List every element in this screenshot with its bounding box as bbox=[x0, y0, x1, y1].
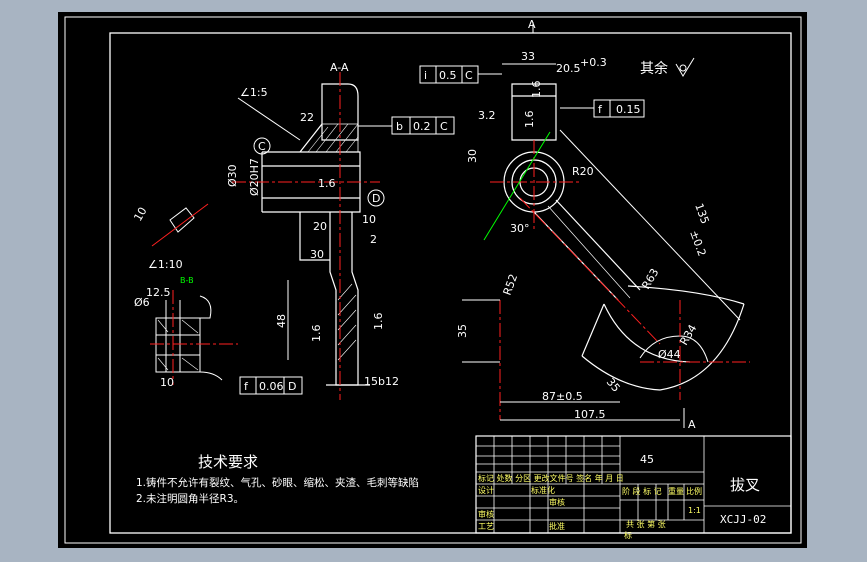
datum-c-circle bbox=[253, 137, 271, 155]
dim-10b: 10 bbox=[160, 376, 174, 389]
svg-text:0.15: 0.15 bbox=[616, 103, 641, 116]
drawing-no: XCJJ-02 bbox=[720, 513, 766, 526]
dim-phi6: Ø6 bbox=[134, 296, 150, 309]
section-label: A-A bbox=[330, 61, 349, 74]
dim-87: 87±0.5 bbox=[542, 390, 583, 403]
datum-d: D bbox=[372, 192, 380, 205]
sheet-row: 共 张 第 张 bbox=[626, 519, 666, 529]
dim-48: 48 bbox=[275, 314, 288, 328]
dim-20-5-tol: +0.3 bbox=[580, 56, 607, 69]
standard: 标准化 bbox=[531, 485, 555, 495]
dim-22: 22 bbox=[300, 111, 314, 124]
dim-33: 33 bbox=[521, 50, 535, 63]
svg-text:0.2: 0.2 bbox=[413, 120, 431, 133]
stage-row: 阶 段 标 记 bbox=[622, 486, 662, 496]
rough-bore: 1.6 bbox=[318, 177, 336, 190]
centerline-arm bbox=[519, 197, 661, 345]
angle-leader bbox=[483, 131, 551, 241]
svg-text:0.06: 0.06 bbox=[259, 380, 284, 393]
tolerance-frame-1: b 0.2 C bbox=[358, 116, 455, 135]
dim-angle30: 30° bbox=[510, 222, 530, 235]
audit: 审核 bbox=[549, 497, 565, 507]
designer: 设计 bbox=[478, 485, 494, 495]
dim-2: 2 bbox=[370, 233, 377, 246]
scale: 比例 bbox=[686, 486, 702, 496]
datum-c: C bbox=[258, 140, 266, 153]
reviewer: 审核 bbox=[478, 509, 494, 519]
roughness-symbol-icon bbox=[675, 57, 695, 77]
part-name: 拔叉 bbox=[730, 476, 760, 494]
rough-rib-left: 1.6 bbox=[310, 325, 323, 343]
dim-r20: R20 bbox=[572, 165, 594, 178]
tolerance-frame-4: f 0.06 D bbox=[239, 376, 303, 395]
taper-bottom-label: ∠1:10 bbox=[148, 258, 183, 271]
scale-value: 1:1 bbox=[688, 506, 701, 515]
svg-text:f: f bbox=[244, 380, 249, 393]
inner-border bbox=[109, 32, 792, 534]
dim-12-5: 12.5 bbox=[146, 286, 171, 299]
svg-text:b: b bbox=[396, 120, 403, 133]
rough-top: 1.6 bbox=[530, 81, 543, 99]
taper-top-leader bbox=[237, 97, 301, 141]
seal: 标 bbox=[624, 530, 632, 540]
view-b-label: B-B bbox=[180, 276, 194, 285]
rough-top-2: 1.6 bbox=[523, 111, 536, 129]
header-row: 标记 处数 分区 更改文件号 签名 年 月 日 bbox=[478, 473, 624, 483]
dim-35v: 35 bbox=[456, 324, 469, 338]
tech-req-title: 技术要求 bbox=[198, 453, 258, 471]
dim-30: 30 bbox=[310, 248, 324, 261]
title-block bbox=[475, 435, 792, 534]
craft: 工艺 bbox=[478, 522, 494, 531]
paper-area bbox=[58, 12, 807, 548]
dim-135-line bbox=[559, 129, 741, 321]
svg-text:C: C bbox=[440, 120, 448, 133]
dim-10-taper: 10 bbox=[131, 205, 149, 224]
weight: 重量 bbox=[668, 486, 684, 496]
roughness-circle-icon bbox=[679, 64, 687, 72]
dim-107: 107.5 bbox=[574, 408, 606, 421]
tech-req-line2: 2.未注明圆角半径R3。 bbox=[136, 492, 244, 505]
svg-text:f: f bbox=[598, 103, 603, 116]
tolerance-frame-2: i 0.5 C bbox=[419, 65, 502, 84]
taper-top-label: ∠1:5 bbox=[240, 86, 268, 99]
svg-text:i: i bbox=[424, 69, 427, 82]
taper-detail bbox=[151, 203, 209, 247]
dim-15b12: 15b12 bbox=[364, 375, 399, 388]
material: 45 bbox=[640, 453, 654, 466]
approve: 批准 bbox=[549, 521, 565, 531]
section-aa-view bbox=[261, 83, 370, 386]
svg-text:C: C bbox=[465, 69, 473, 82]
outer-border bbox=[64, 16, 802, 544]
tolerance-frame-3: f 0.15 bbox=[560, 99, 645, 118]
svg-text:0.5: 0.5 bbox=[439, 69, 457, 82]
dim-20-5: 20.5 bbox=[556, 62, 581, 75]
dim-10: 10 bbox=[362, 213, 376, 226]
cut-marker-top: A bbox=[528, 18, 536, 31]
rough-3-2: 3.2 bbox=[478, 109, 496, 122]
tech-req-line1: 1.铸件不允许有裂纹、气孔、砂眼、缩松、夹渣、毛刺等缺陷 bbox=[136, 476, 419, 489]
dim-phi-bore: Ø20H7 bbox=[248, 158, 261, 196]
other-roughness: 其余 bbox=[640, 60, 668, 77]
svg-text:D: D bbox=[288, 380, 296, 393]
detail-bb-view bbox=[155, 295, 223, 381]
dim-30v: 30 bbox=[466, 149, 479, 163]
datum-d-circle bbox=[367, 189, 385, 207]
cut-marker-bottom: A bbox=[688, 418, 696, 431]
dim-phi44: Ø44 bbox=[658, 348, 681, 361]
rough-rib-right: 1.6 bbox=[372, 313, 385, 331]
dim-phi-outer: Ø30 bbox=[226, 164, 239, 187]
dim-20: 20 bbox=[313, 220, 327, 233]
